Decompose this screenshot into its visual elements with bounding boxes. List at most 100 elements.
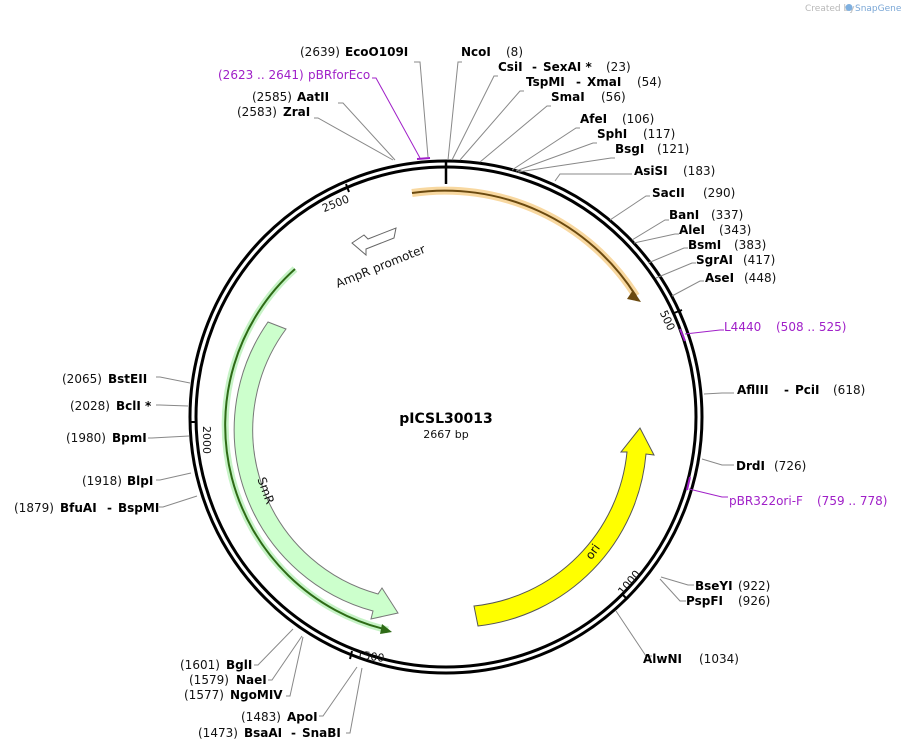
site-pos: (183) [683, 164, 715, 178]
site-name: PspFI [686, 594, 723, 608]
site-pos: (2065) [62, 372, 102, 386]
site-pos: (1483) [241, 710, 281, 724]
snapgene-logo-icon [845, 4, 853, 11]
site-name: AfeI [580, 112, 607, 126]
site-pos: (1918) [82, 474, 122, 488]
site-sep: - [532, 60, 537, 74]
credit-brand: SnapGene [855, 4, 902, 14]
orf-arrow [411, 189, 637, 297]
orf-arrow-glow [411, 186, 640, 299]
smr-line [224, 268, 389, 631]
primer-range: (759 .. 778) [817, 494, 887, 508]
site-pos: (2639) [300, 45, 340, 59]
site-name: BspMI [118, 501, 159, 515]
site-name: AseI [705, 271, 734, 285]
site-pos: (1034) [699, 652, 739, 666]
site-pos: (2028) [70, 399, 110, 413]
site-name: DrdI [736, 459, 765, 473]
site-pos: (618) [833, 383, 865, 397]
plasmid-name: pICSL30013 [399, 411, 492, 427]
site-name: BseYI [695, 579, 733, 593]
tick-label-1000: 1000 [615, 568, 643, 598]
site-name: BglI [226, 658, 252, 672]
site-name: BsgI [615, 142, 644, 156]
ampr-promoter-label: AmpR promoter [334, 242, 428, 291]
site-name: BlpI [127, 474, 153, 488]
site-name: NaeI [236, 673, 267, 687]
primer-name: pBRforEco [308, 68, 370, 82]
site-pos: (54) [637, 75, 662, 89]
primer-range: (508 .. 525) [776, 320, 846, 334]
site-name: NgoMIV [230, 688, 283, 702]
primer-range: (2623 .. 2641) [218, 68, 304, 82]
site-pos: (56) [601, 90, 626, 104]
site-pos: (2583) [237, 105, 277, 119]
site-name: BsaAI [244, 726, 282, 740]
site-sep: - [107, 501, 112, 515]
site-pos: (8) [506, 45, 523, 59]
site-name: AlwNI [643, 652, 682, 666]
smr-arrow [233, 321, 399, 620]
site-pos: (23) [606, 60, 631, 74]
tick-mark-1500 [349, 650, 353, 660]
primer-mark-pbrforeco [416, 157, 431, 160]
site-pos: (417) [743, 253, 775, 267]
site-name: SexAI * [543, 60, 592, 74]
site-name: BfuAI [60, 501, 97, 515]
site-name: BclI * [116, 399, 152, 413]
site-pos: (726) [774, 459, 806, 473]
site-pos: (1577) [184, 688, 224, 702]
site-pos: (343) [719, 223, 751, 237]
site-pos: (926) [738, 594, 770, 608]
site-pos: (448) [744, 271, 776, 285]
site-pos: (1879) [14, 501, 54, 515]
site-name: BpmI [112, 431, 147, 445]
primer-mark-pbr322ori [686, 476, 691, 491]
site-name: SnaBI [302, 726, 341, 740]
tick-label-1500: 1500 [356, 648, 386, 665]
site-name: ZraI [283, 105, 310, 119]
orf-arrow-head [627, 290, 641, 302]
tick-label-2500: 2500 [320, 192, 351, 215]
site-pos: (290) [703, 186, 735, 200]
site-pos: (1579) [189, 673, 229, 687]
site-sep: - [784, 383, 789, 397]
site-name: SgrAI [696, 253, 733, 267]
tick-mark-2500 [345, 183, 350, 193]
tick-mark-1000 [621, 593, 628, 600]
site-pos: (337) [711, 208, 743, 222]
site-sep: - [291, 726, 296, 740]
site-name: CsiI [498, 60, 523, 74]
site-name: AleI [679, 223, 705, 237]
tick-mark-500 [673, 309, 683, 314]
leader-lines [148, 61, 734, 734]
primer-name: L4440 [724, 320, 761, 334]
site-name: ApoI [287, 710, 318, 724]
site-pos: (1601) [180, 658, 220, 672]
site-name: TspMI [526, 75, 565, 89]
site-pos: (106) [622, 112, 654, 126]
site-name: XmaI [587, 75, 621, 89]
site-name: BanI [669, 208, 699, 222]
site-name: AsiSI [634, 164, 668, 178]
tick-label-2000: 2000 [200, 426, 213, 454]
primer-name: pBR322ori-F [729, 494, 803, 508]
site-name: BsmI [688, 238, 721, 252]
primer-mark-l4440 [679, 328, 686, 342]
ori-arrow [473, 427, 655, 627]
credit-prefix: Created by [805, 4, 855, 14]
site-name: BstEII [108, 372, 147, 386]
site-name: PciI [795, 383, 820, 397]
site-sep: - [576, 75, 581, 89]
site-name: SacII [652, 186, 685, 200]
site-name: EcoO109I [345, 45, 408, 59]
site-name: SmaI [551, 90, 585, 104]
site-pos: (2585) [252, 90, 292, 104]
site-pos: (117) [643, 127, 675, 141]
smr-line-head [380, 624, 392, 634]
site-pos: (121) [657, 142, 689, 156]
site-pos: (383) [734, 238, 766, 252]
site-pos: (1473) [198, 726, 238, 740]
site-pos: (922) [738, 579, 770, 593]
